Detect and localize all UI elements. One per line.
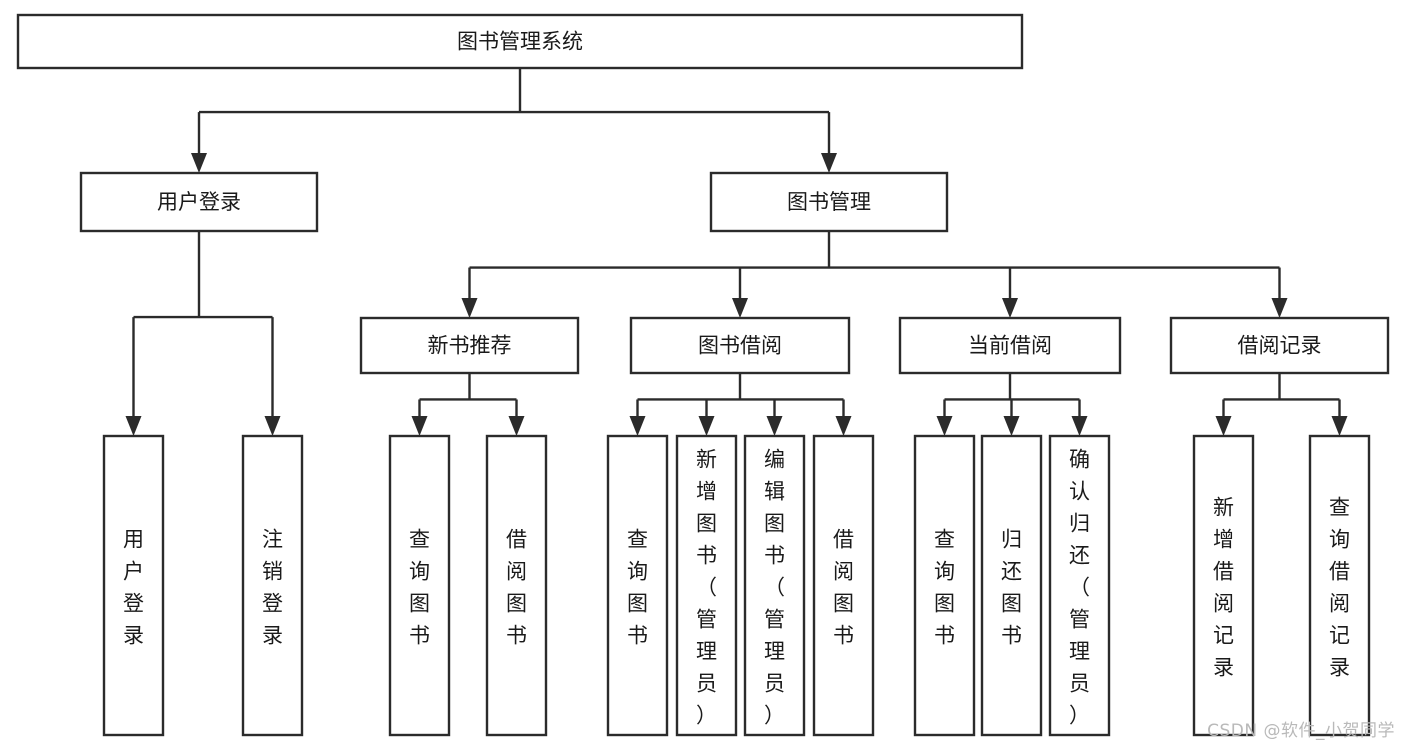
node-box-leaf-query-book-3 [913, 434, 976, 737]
edge-arrowhead [936, 416, 953, 436]
node-label-current-borrow: 当前借阅 [968, 334, 1052, 358]
edge-arrowhead [1215, 416, 1232, 436]
node-label-borrow-record: 借阅记录 [1238, 334, 1322, 358]
node-leaf-query-book-3[interactable]: 查询图书 [913, 434, 976, 737]
edge-group-new-book-recommend [411, 373, 525, 436]
edge-arrowhead [125, 416, 142, 436]
node-box-new-book-recommend [359, 316, 580, 375]
node-leaf-add-book-admin[interactable]: 新增图书（管理员） [675, 434, 738, 737]
edge-arrowhead [508, 416, 525, 436]
node-box-book-manage [709, 171, 949, 233]
node-borrow-record[interactable]: 借阅记录 [1169, 316, 1390, 375]
node-layer: 图书管理系统用户登录图书管理新书推荐图书借阅当前借阅借阅记录用户登录注销登录查询… [16, 13, 1390, 737]
node-leaf-user-login[interactable]: 用户登录 [102, 434, 165, 737]
edge-arrowhead [1003, 416, 1020, 436]
node-box-user-login [79, 171, 319, 233]
edge-group-root [191, 68, 837, 173]
edge-group-current-borrow [936, 373, 1088, 436]
edge-arrowhead [264, 416, 281, 436]
node-leaf-query-book-1[interactable]: 查询图书 [388, 434, 451, 737]
edge-arrowhead [835, 416, 852, 436]
node-box-leaf-query-borrow-record [1308, 434, 1371, 737]
node-label-leaf-add-book-admin: 新增图书（管理员） [696, 447, 717, 727]
node-box-leaf-add-book-admin [675, 434, 738, 737]
edge-arrowhead [191, 153, 207, 173]
edge-arrowhead [461, 298, 478, 318]
node-box-leaf-borrow-book-1 [485, 434, 548, 737]
edge-arrowhead [698, 416, 715, 436]
node-leaf-query-book-2[interactable]: 查询图书 [606, 434, 669, 737]
edge-arrowhead [821, 153, 837, 173]
node-leaf-query-borrow-record[interactable]: 查询借阅记录 [1308, 434, 1371, 737]
node-root[interactable]: 图书管理系统 [16, 13, 1024, 70]
node-box-leaf-borrow-book-2 [812, 434, 875, 737]
node-box-leaf-confirm-return-admin [1048, 434, 1111, 737]
edge-group-user-login [125, 231, 281, 436]
node-label-leaf-query-borrow-record: 查询借阅记录 [1329, 495, 1350, 679]
node-box-book-borrow [629, 316, 851, 375]
node-new-book-recommend[interactable]: 新书推荐 [359, 316, 580, 375]
node-label-leaf-query-book-2: 查询图书 [627, 527, 648, 647]
node-leaf-borrow-book-2[interactable]: 借阅图书 [812, 434, 875, 737]
node-user-login[interactable]: 用户登录 [79, 171, 319, 233]
node-label-book-manage: 图书管理 [787, 190, 871, 214]
watermark-label: CSDN @软件_小贺同学 [1207, 721, 1395, 741]
node-label-root: 图书管理系统 [457, 30, 583, 54]
node-label-leaf-borrow-book-2: 借阅图书 [833, 527, 854, 647]
edge-layer [125, 68, 1348, 436]
node-label-leaf-borrow-book-1: 借阅图书 [506, 527, 527, 647]
node-label-leaf-query-book-3: 查询图书 [934, 527, 955, 647]
node-box-leaf-user-login [102, 434, 165, 737]
node-current-borrow[interactable]: 当前借阅 [898, 316, 1122, 375]
edge-arrowhead [732, 298, 748, 318]
edge-arrowhead [411, 416, 428, 436]
edge-arrowhead [1331, 416, 1348, 436]
edge-arrowhead [766, 416, 783, 436]
node-label-new-book-recommend: 新书推荐 [428, 334, 512, 358]
node-label-leaf-logout-login: 注销登录 [262, 527, 283, 647]
node-box-leaf-return-book [980, 434, 1043, 737]
node-label-leaf-return-book: 归还图书 [1001, 527, 1022, 647]
node-box-leaf-query-book-2 [606, 434, 669, 737]
node-label-book-borrow: 图书借阅 [698, 334, 782, 358]
node-box-current-borrow [898, 316, 1122, 375]
node-box-leaf-add-borrow-record [1192, 434, 1255, 737]
edge-group-borrow-record [1215, 373, 1348, 436]
node-box-leaf-logout-login [241, 434, 304, 737]
node-box-leaf-edit-book-admin [743, 434, 806, 737]
node-label-leaf-user-login: 用户登录 [123, 527, 144, 647]
edge-arrowhead [629, 416, 646, 436]
node-leaf-add-borrow-record[interactable]: 新增借阅记录 [1192, 434, 1255, 737]
edge-arrowhead [1071, 416, 1088, 436]
node-label-leaf-query-book-1: 查询图书 [409, 527, 430, 647]
node-box-root [16, 13, 1024, 70]
edge-group-book-borrow [629, 373, 852, 436]
node-label-leaf-add-borrow-record: 新增借阅记录 [1213, 495, 1234, 679]
node-box-borrow-record [1169, 316, 1390, 375]
node-leaf-confirm-return-admin[interactable]: 确认归还（管理员） [1048, 434, 1111, 737]
node-book-borrow[interactable]: 图书借阅 [629, 316, 851, 375]
edge-arrowhead [1271, 298, 1288, 318]
edge-arrowhead [1002, 298, 1018, 318]
node-box-leaf-query-book-1 [388, 434, 451, 737]
edge-group-book-manage [461, 231, 1288, 318]
node-leaf-borrow-book-1[interactable]: 借阅图书 [485, 434, 548, 737]
node-label-user-login: 用户登录 [157, 190, 241, 214]
node-leaf-logout-login[interactable]: 注销登录 [241, 434, 304, 737]
node-label-leaf-edit-book-admin: 编辑图书（管理员） [764, 447, 785, 727]
node-leaf-edit-book-admin[interactable]: 编辑图书（管理员） [743, 434, 806, 737]
node-leaf-return-book[interactable]: 归还图书 [980, 434, 1043, 737]
node-book-manage[interactable]: 图书管理 [709, 171, 949, 233]
node-label-leaf-confirm-return-admin: 确认归还（管理员） [1069, 447, 1090, 727]
